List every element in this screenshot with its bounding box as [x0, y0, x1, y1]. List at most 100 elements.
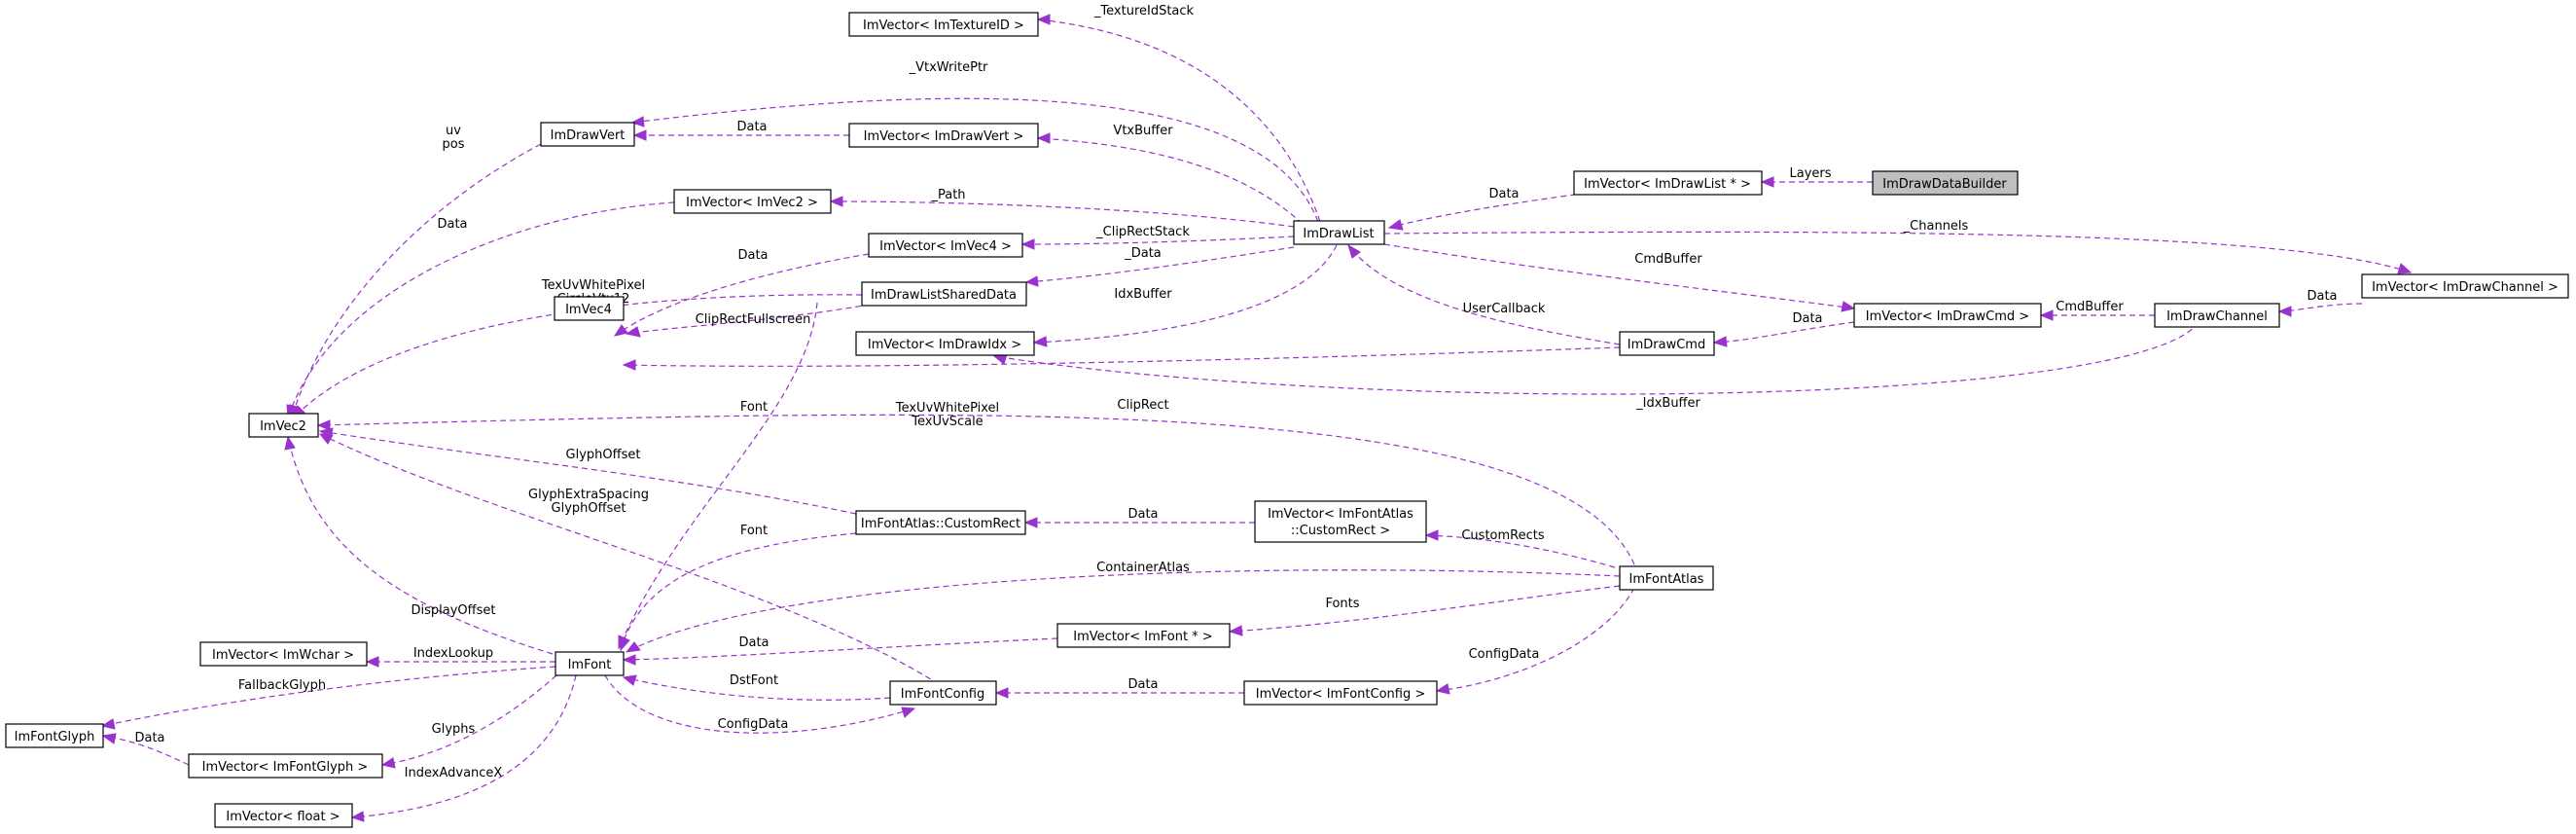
edge-label-tex-uv-white-pixel: TexUvWhitePixel — [541, 278, 645, 293]
edge-label-channel-idx-buffer: _IdxBuffer — [1635, 396, 1700, 411]
node-vector-font-glyph[interactable]: ImVector< ImFontGlyph > — [188, 753, 383, 779]
node-vector-vec2[interactable]: ImVector< ImVec2 > — [673, 189, 832, 214]
edge-vtx-buffer: VtxBuffer — [1036, 124, 1310, 232]
edge-label-font-customrect: Font — [740, 524, 768, 538]
node-label: ImVector< float > — [226, 810, 340, 824]
edge-data-shared: _Data — [1024, 246, 1295, 287]
node-label: ImVector< ImDrawIdx > — [868, 338, 1021, 352]
edge-data-vec4: Data — [613, 248, 870, 337]
edge-container-atlas: ContainerAtlas — [625, 561, 1621, 653]
node-label: ImDrawListSharedData — [871, 288, 1017, 303]
edge-config-data-atlas: ConfigData — [1435, 587, 1635, 695]
edge-channel-cmd-buffer: CmdBuffer — [2039, 300, 2155, 321]
edge-channel-idx-buffer: _IdxBuffer — [992, 321, 2200, 411]
node-im-font-atlas[interactable]: ImFontAtlas — [1619, 565, 1714, 591]
edge-label-config-data-atlas: ConfigData — [1469, 647, 1540, 662]
edge-glyph-offset: GlyphOffset — [318, 427, 857, 515]
edge-label-data-fontconfig: Data — [1127, 677, 1158, 692]
node-label: ImVector< ImVec2 > — [686, 196, 818, 210]
node-im-draw-channel[interactable]: ImDrawChannel — [2154, 303, 2280, 328]
node-label-line-2: ::CustomRect > — [1291, 524, 1390, 538]
edge-font-customrect: Font — [619, 524, 857, 652]
node-im-vec4[interactable]: ImVec4 — [554, 296, 625, 321]
edge-label-cmd-buffer: CmdBuffer — [1634, 252, 1702, 267]
node-vector-draw-list-ptr[interactable]: ImVector< ImDrawList * > — [1573, 170, 1763, 196]
edge-clip-rect: ClipRect — [622, 346, 1621, 413]
edge-label-glyph-offset-2: GlyphOffset — [552, 501, 626, 516]
node-im-draw-list[interactable]: ImDrawList — [1293, 220, 1385, 245]
edge-index-advance-x: IndexAdvanceX — [350, 674, 577, 822]
node-vector-vec4[interactable]: ImVector< ImVec4 > — [868, 233, 1023, 258]
node-label: ImVector< ImWchar > — [212, 648, 354, 663]
node-label: ImVector< ImDrawCmd > — [1866, 309, 2029, 324]
node-label: ImVector< ImDrawList * > — [1584, 177, 1751, 192]
edge-label-path: _Path — [930, 188, 965, 202]
edge-label-custom-rects: CustomRects — [1461, 528, 1544, 543]
edge-config-data-font: ConfigData — [604, 674, 916, 734]
node-im-draw-data-builder[interactable]: ImDrawDataBuilder — [1872, 170, 2019, 196]
edge-layers: Layers — [1760, 166, 1873, 188]
edge-label-index-lookup: IndexLookup — [413, 646, 493, 661]
edge-label-channels: _Channels — [1903, 219, 1969, 234]
node-label: ImVector< ImFontConfig > — [1256, 687, 1425, 702]
edge-label-channel-cmd-buffer: CmdBuffer — [2056, 300, 2124, 314]
node-label: ImDrawCmd — [1628, 338, 1705, 352]
edge-vtx-write-ptr: _VtxWritePtr — [630, 60, 1322, 232]
edge-user-callback: UserCallback — [1347, 243, 1621, 345]
edge-data-customrect: Data — [1023, 507, 1255, 528]
edge-label-config-data-font: ConfigData — [718, 717, 789, 732]
edge-idx-buffer: IdxBuffer — [1032, 244, 1338, 347]
edge-fallback-glyph: FallbackGlyph — [100, 666, 556, 730]
edge-label-data-drawvert: Data — [736, 120, 767, 134]
node-vector-float[interactable]: ImVector< float > — [214, 803, 353, 828]
node-label: ImVector< ImTextureID > — [863, 18, 1024, 33]
node-im-font-config[interactable]: ImFontConfig — [889, 680, 997, 706]
node-im-font[interactable]: ImFont — [555, 651, 625, 676]
edge-custom-rects: CustomRects — [1424, 528, 1616, 568]
edge-label-data-shared: _Data — [1124, 246, 1162, 261]
edge-label-clip-rect-fullscreen: ClipRectFullscreen — [696, 312, 811, 327]
edge-fonts: Fonts — [1228, 585, 1621, 636]
edge-label-display-offset: DisplayOffset — [411, 603, 496, 618]
node-label: ImDrawVert — [551, 128, 626, 143]
node-label: ImFont — [568, 658, 612, 672]
node-im-draw-cmd[interactable]: ImDrawCmd — [1619, 331, 1715, 356]
node-font-atlas-custom-rect[interactable]: ImFontAtlas::CustomRect — [855, 510, 1026, 535]
edge-label-idx-buffer: IdxBuffer — [1114, 287, 1172, 302]
node-vector-font-config[interactable]: ImVector< ImFontConfig > — [1243, 680, 1438, 706]
edge-label-fallback-glyph: FallbackGlyph — [238, 678, 326, 693]
edge-data-fontconfig: Data — [994, 677, 1244, 699]
edge-label-uv: uv — [446, 124, 461, 138]
node-im-draw-vert[interactable]: ImDrawVert — [540, 122, 635, 147]
edge-data-drawlist: Data — [1387, 187, 1596, 231]
edge-data-drawvert: Data — [632, 120, 849, 141]
node-vector-wchar[interactable]: ImVector< ImWchar > — [199, 641, 368, 667]
node-label: ImDrawList — [1303, 227, 1374, 241]
edge-label-dst-font: DstFont — [730, 673, 778, 688]
node-vector-custom-rect[interactable]: ImVector< ImFontAtlas ::CustomRect > — [1254, 500, 1427, 543]
edge-label-index-advance-x: IndexAdvanceX — [405, 766, 503, 780]
node-im-font-glyph[interactable]: ImFontGlyph — [5, 723, 104, 748]
edge-label-data-glyph: Data — [134, 731, 164, 745]
edge-label-glyphs: Glyphs — [432, 722, 476, 737]
edge-label-data-cmd: Data — [1792, 311, 1822, 326]
node-draw-list-shared-data[interactable]: ImDrawListSharedData — [861, 281, 1027, 307]
node-vector-draw-channel[interactable]: ImVector< ImDrawChannel > — [2361, 273, 2569, 299]
node-vector-draw-cmd[interactable]: ImVector< ImDrawCmd > — [1853, 303, 2042, 328]
node-vector-draw-vert[interactable]: ImVector< ImDrawVert > — [848, 123, 1039, 148]
node-vector-texture-id[interactable]: ImVector< ImTextureID > — [848, 12, 1039, 37]
edge-dst-font: DstFont — [622, 673, 891, 701]
edge-label-data-vec2: Data — [437, 217, 467, 232]
node-im-vec2[interactable]: ImVec2 — [248, 413, 319, 438]
node-label: ImVector< ImFontGlyph > — [202, 760, 369, 775]
edge-label-texture-id-stack: _TextureIdStack — [1093, 4, 1195, 18]
edge-label-container-atlas: ContainerAtlas — [1096, 561, 1190, 575]
node-vector-font-ptr[interactable]: ImVector< ImFont * > — [1056, 623, 1231, 648]
edge-display-offset: DisplayOffset — [284, 435, 554, 655]
edge-label-vtx-buffer: VtxBuffer — [1113, 124, 1173, 138]
edge-label-tex-uv-white-pixel-2: TexUvWhitePixel — [895, 401, 999, 416]
node-vector-draw-idx[interactable]: ImVector< ImDrawIdx > — [855, 331, 1035, 356]
edge-index-lookup: IndexLookup — [365, 646, 555, 668]
